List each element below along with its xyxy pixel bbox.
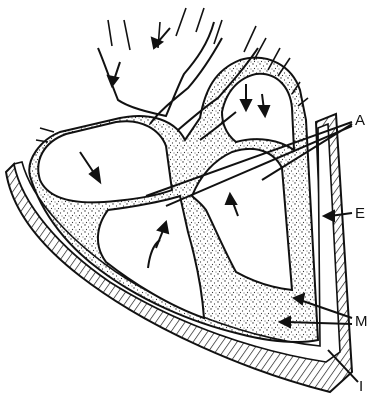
label-i: I: [359, 379, 363, 394]
label-m: M: [355, 314, 368, 329]
label-e: E: [355, 206, 365, 221]
label-a: A: [355, 113, 365, 128]
